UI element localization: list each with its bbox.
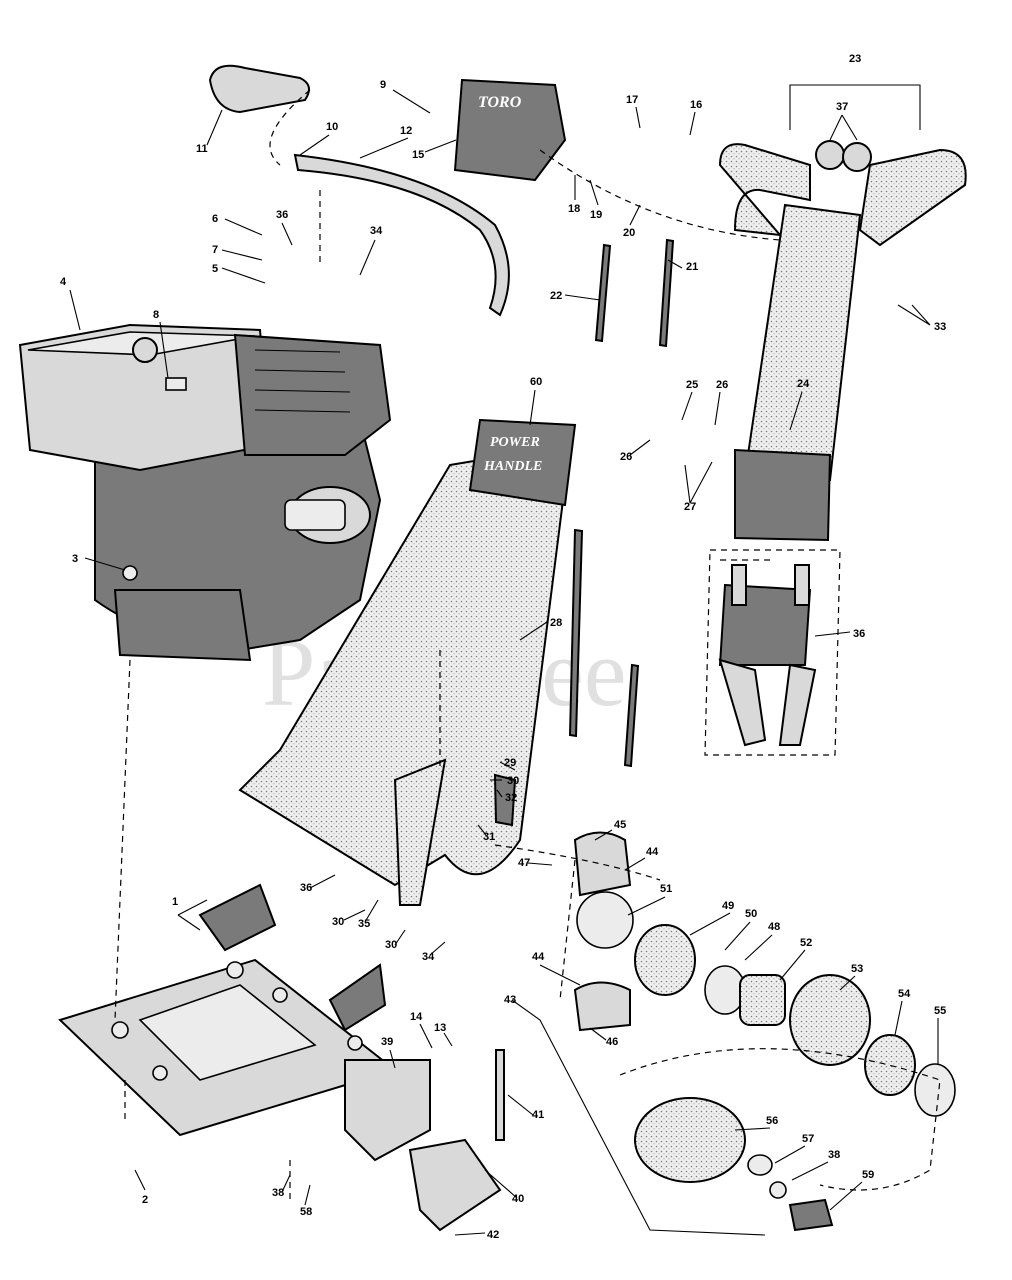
decal-toro: TORO bbox=[478, 94, 522, 111]
callout-labels: 1 2 3 4 5 6 7 8 9 10 11 12 13 14 15 16 1… bbox=[60, 53, 946, 1241]
grip bbox=[208, 64, 310, 114]
callout-4: 4 bbox=[60, 276, 67, 288]
callout-17: 17 bbox=[626, 94, 638, 106]
callout-10: 10 bbox=[326, 121, 338, 133]
hood: TORO bbox=[453, 78, 567, 182]
callout-14: 14 bbox=[410, 1011, 423, 1023]
callout-38a: 38 bbox=[272, 1187, 284, 1199]
decal-power: POWER bbox=[490, 435, 540, 450]
callout-56: 56 bbox=[766, 1115, 778, 1127]
callout-9: 9 bbox=[380, 79, 386, 91]
engine-assembly bbox=[18, 323, 392, 662]
callout-18: 18 bbox=[568, 203, 580, 215]
callout-24: 24 bbox=[797, 378, 810, 390]
callout-28: 28 bbox=[550, 617, 562, 629]
callout-36b: 36 bbox=[300, 882, 312, 894]
callout-59: 59 bbox=[862, 1169, 874, 1181]
callout-57: 57 bbox=[802, 1133, 814, 1145]
leader-lines bbox=[69, 84, 939, 1236]
callout-44b: 44 bbox=[532, 951, 545, 963]
drive-components bbox=[344, 831, 956, 1232]
callout-51: 51 bbox=[660, 883, 672, 895]
callout-44a: 44 bbox=[646, 846, 659, 858]
callout-31: 31 bbox=[483, 831, 495, 843]
callout-52: 52 bbox=[800, 937, 812, 949]
decal-handle: HANDLE bbox=[483, 459, 542, 474]
callout-55: 55 bbox=[934, 1005, 946, 1017]
callout-26a: 26 bbox=[716, 379, 728, 391]
power-handle-tube: POWER HANDLE bbox=[238, 418, 577, 906]
callout-38b: 38 bbox=[828, 1149, 840, 1161]
callout-12: 12 bbox=[400, 125, 412, 137]
callout-54: 54 bbox=[898, 988, 911, 1000]
callout-34a: 34 bbox=[370, 225, 383, 237]
callout-58: 58 bbox=[300, 1206, 312, 1218]
callout-53: 53 bbox=[851, 963, 863, 975]
callout-15: 15 bbox=[412, 149, 424, 161]
callout-39: 39 bbox=[381, 1036, 393, 1048]
curved-arm bbox=[293, 153, 510, 317]
callout-46: 46 bbox=[606, 1036, 618, 1048]
callout-30b: 30 bbox=[332, 916, 344, 928]
callout-3: 3 bbox=[72, 553, 78, 565]
assembly-lines bbox=[114, 89, 781, 1200]
callout-2: 2 bbox=[142, 1194, 148, 1206]
callout-33: 33 bbox=[934, 321, 946, 333]
callout-37: 37 bbox=[836, 101, 848, 113]
callout-16: 16 bbox=[690, 99, 702, 111]
callout-26b: 26 bbox=[620, 451, 632, 463]
callout-30a: 30 bbox=[507, 775, 519, 787]
springs-and-cables bbox=[493, 238, 675, 827]
callout-23: 23 bbox=[849, 53, 861, 65]
callout-13: 13 bbox=[434, 1022, 446, 1034]
t-handle bbox=[718, 140, 967, 542]
callout-60: 60 bbox=[530, 376, 542, 388]
callout-27: 27 bbox=[684, 501, 696, 513]
callout-49: 49 bbox=[722, 900, 734, 912]
callout-6: 6 bbox=[212, 213, 218, 225]
base-plate bbox=[58, 883, 398, 1137]
callout-50: 50 bbox=[745, 908, 757, 920]
callout-7: 7 bbox=[212, 244, 218, 256]
callout-25: 25 bbox=[686, 379, 698, 391]
callout-47: 47 bbox=[518, 857, 530, 869]
callout-48: 48 bbox=[768, 921, 780, 933]
callout-5: 5 bbox=[212, 263, 218, 275]
handle-bracket bbox=[704, 549, 841, 756]
callout-41: 41 bbox=[532, 1109, 544, 1121]
callout-11: 11 bbox=[196, 143, 208, 155]
callout-20: 20 bbox=[623, 227, 635, 239]
callout-35: 35 bbox=[358, 918, 370, 930]
callout-19: 19 bbox=[590, 209, 602, 221]
callout-1: 1 bbox=[172, 896, 178, 908]
callout-21: 21 bbox=[686, 261, 698, 273]
callout-32: 32 bbox=[505, 792, 517, 804]
callout-8: 8 bbox=[153, 309, 159, 321]
callout-30c: 30 bbox=[385, 939, 397, 951]
callout-22: 22 bbox=[550, 290, 562, 302]
callout-43: 43 bbox=[504, 994, 516, 1006]
callout-36c: 36 bbox=[853, 628, 865, 640]
callout-42: 42 bbox=[487, 1229, 499, 1241]
callout-45: 45 bbox=[614, 819, 626, 831]
callout-36a: 36 bbox=[276, 209, 288, 221]
